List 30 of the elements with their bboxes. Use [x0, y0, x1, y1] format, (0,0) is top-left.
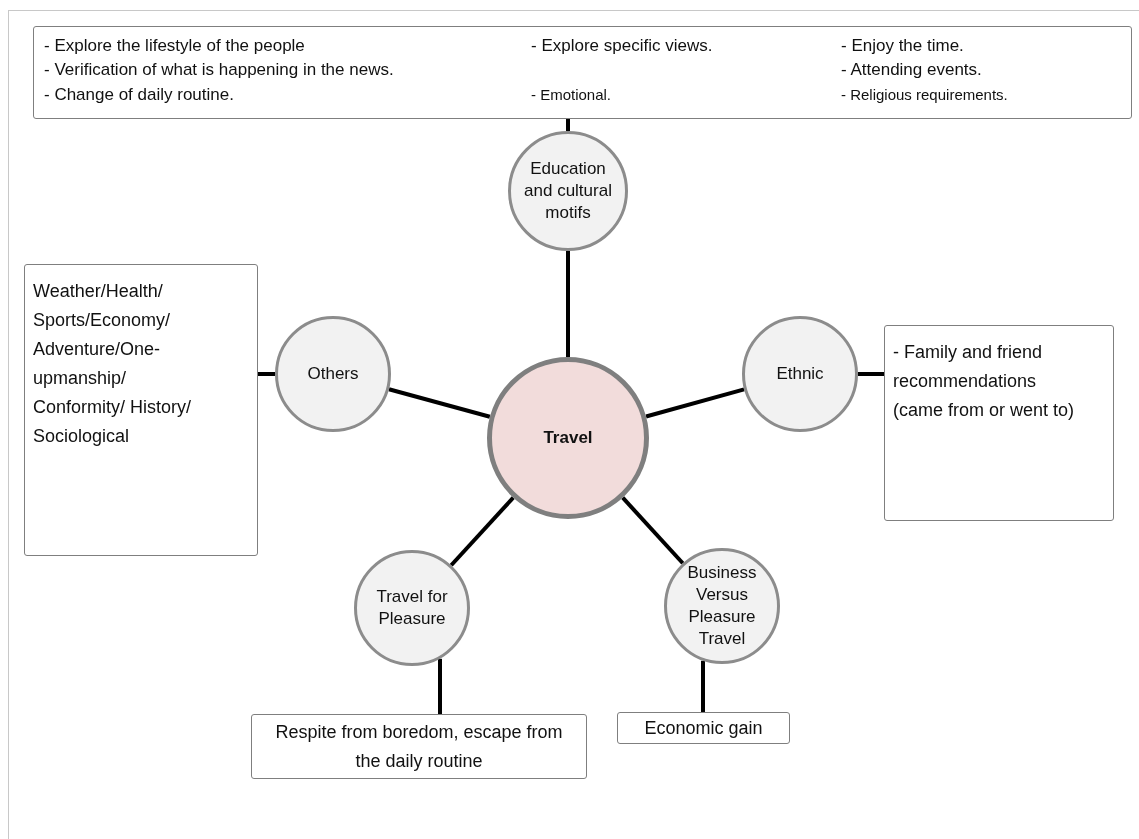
- connector-line: [449, 496, 515, 567]
- note-text: Weather/Health/ Sports/Economy/ Adventure/One-upmanship/ Conformity/ History/ Sociological: [33, 280, 193, 448]
- list-item: - Explore the lifestyle of the people: [44, 35, 305, 57]
- note-text: Economic gain: [644, 716, 763, 740]
- list-item: - Explore specific views.: [531, 35, 713, 57]
- circle-label: Travel for Pleasure: [375, 586, 449, 630]
- connector-line: [566, 119, 570, 131]
- connector-line: [566, 251, 570, 357]
- list-item: - Emotional.: [531, 85, 612, 105]
- note-box: [884, 325, 1114, 521]
- circle-label: Business Versus Pleasure Travel: [686, 562, 758, 650]
- connector-line: [438, 658, 442, 714]
- connector-line: [858, 372, 884, 376]
- list-item: - Verification of what is happening in the news.: [44, 59, 394, 81]
- note-box: [251, 714, 587, 779]
- circle-label: Others: [307, 363, 359, 385]
- note-text: Respite from boredom, escape from the daily routine: [274, 720, 564, 773]
- circle-label: Education and cultural motifs: [523, 158, 613, 224]
- connector-line: [621, 496, 685, 565]
- list-item: - Religious requirements.: [841, 85, 1008, 105]
- list-item: - Attending events.: [841, 59, 982, 81]
- note-box: [24, 264, 258, 556]
- note-box: [617, 712, 790, 744]
- connector-line: [258, 372, 275, 376]
- list-item: - Change of daily routine.: [44, 84, 234, 106]
- note-text: - Family and friend recommendations (came from or went to): [893, 341, 1076, 422]
- list-item: - Enjoy the time.: [841, 35, 964, 57]
- circle-label: Ethnic: [776, 363, 824, 385]
- circle-label: Travel: [543, 427, 593, 449]
- motives-box: [33, 26, 1132, 119]
